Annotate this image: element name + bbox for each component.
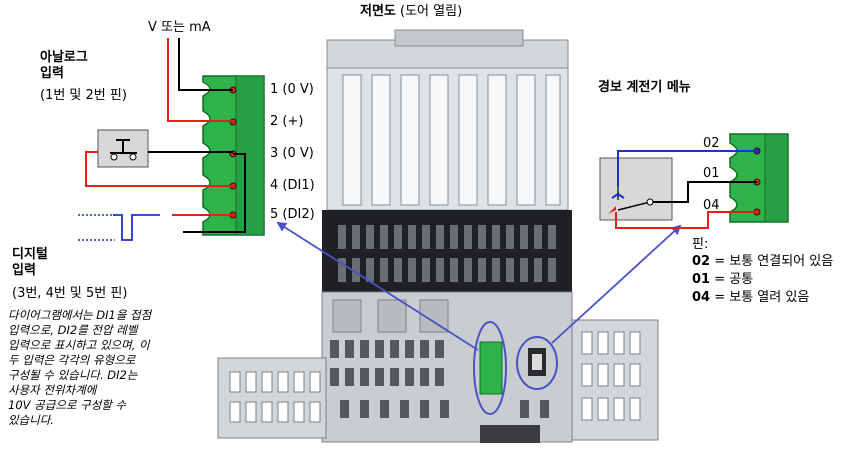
note-line-7: 10V 공급으로 구성할 수: [8, 398, 127, 412]
note-line-3: 입력으로 표시하고 있으며, 이: [8, 338, 150, 352]
right-door: [571, 319, 659, 441]
relay-wire-no: [615, 211, 757, 229]
analog-wire-positive: [167, 38, 233, 122]
di2-pulse: [78, 214, 160, 241]
analog-title-line2: 입력: [40, 66, 64, 81]
relay-pointer-arrow: [551, 224, 682, 344]
note-line-8: 있습니다.: [8, 413, 54, 427]
terminal-label-5: 5 (DI2): [270, 207, 315, 222]
relay-wire-common: [653, 181, 757, 203]
note-line-1: 다이어그램에서는 DI1을 접점: [8, 308, 152, 322]
digital-title-line1: 디지털: [12, 247, 48, 262]
terminal-label-4: 4 (DI1): [270, 178, 315, 193]
pin-legend-row-01: 01 = 공통: [692, 272, 753, 288]
note-line-6: 사용자 전위차계에: [8, 383, 97, 397]
terminal-label-2: 2 (+): [270, 114, 304, 129]
di1-switch: [97, 129, 149, 168]
legend-pin-01: 01: [692, 272, 711, 287]
left-door: [217, 357, 327, 439]
pin-legend-row-04: 04 = 보통 열려 있음: [692, 290, 809, 306]
relay-connector-callout: [516, 336, 558, 390]
digital-title-line2: 입력: [12, 263, 36, 278]
relay-pin-label-01: 01: [703, 166, 720, 181]
legend-pin-02: 02: [692, 254, 711, 269]
di1-wire: [85, 151, 233, 187]
di2-zero-volt-wire: [183, 153, 246, 233]
relay-contact-symbol: [599, 157, 673, 221]
title-bold: 저면도: [360, 4, 396, 19]
analog-subtitle: (1번 및 2번 핀): [40, 88, 127, 103]
relay-pin-label-02: 02: [703, 136, 720, 151]
legend-text-04: = 보통 열려 있음: [710, 290, 810, 305]
terminal-label-1: 1 (0 V): [270, 82, 314, 97]
heatsink-fins: [326, 67, 569, 211]
onboard-io-terminal: [479, 341, 503, 395]
relay-pin-label-04: 04: [703, 198, 720, 213]
io-terminal-block: [202, 75, 265, 236]
legend-text-01: = 공통: [710, 272, 754, 287]
vent-grille: [322, 210, 572, 292]
note-line-5: 구성될 수 있습니다. DI2는: [8, 368, 138, 382]
pin-legend-row-02: 02 = 보통 연결되어 있음: [692, 254, 833, 270]
analog-wire-zero-volt: [178, 38, 233, 91]
note-line-4: 두 입력은 각각의 유형으로: [8, 353, 136, 367]
io-pointer-arrow: [276, 221, 479, 351]
pin-legend-title: 핀:: [692, 237, 709, 252]
digital-subtitle: (3번, 4번 및 5번 핀): [12, 286, 128, 301]
analog-title-line1: 아날로그: [40, 50, 88, 65]
terminal-label-3: 3 (0 V): [270, 146, 314, 161]
title-rest: (도어 열림): [395, 4, 463, 19]
legend-text-02: = 보통 연결되어 있음: [710, 254, 834, 269]
relay-terminal-block: [729, 133, 789, 223]
note-line-2: 입력으로, DI2를 전압 레벨: [8, 323, 138, 337]
drive-housing: [217, 29, 659, 443]
legend-pin-04: 04: [692, 290, 711, 305]
supply-label: V 또는 mA: [148, 20, 211, 35]
relay-wire-nc: [617, 150, 757, 186]
io-terminal-callout: [473, 321, 507, 415]
diagram-title: 저면도 (도어 열림): [360, 4, 462, 20]
relay-title: 경보 계전기 메뉴: [598, 80, 691, 95]
